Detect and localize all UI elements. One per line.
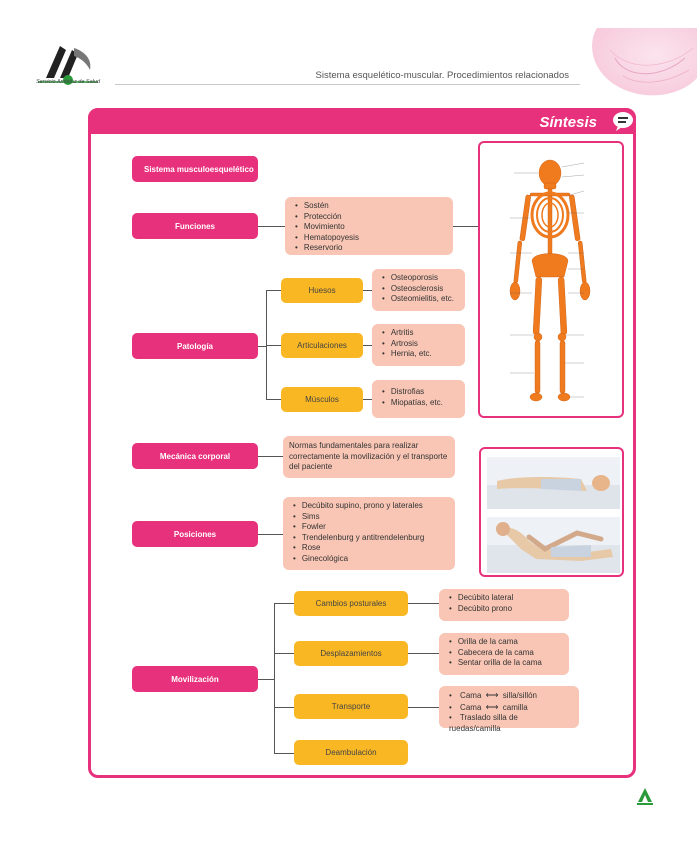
pink-swirl-decoration: [592, 28, 697, 96]
list-item: Artritis: [382, 328, 455, 339]
mecanica-text-box: Normas fundamentales para realizar corre…: [283, 436, 455, 478]
transport-from: Traslado silla de ruedas/camilla: [449, 713, 518, 733]
list-item: Hernia, etc.: [382, 349, 455, 360]
list-item: Protección: [295, 212, 443, 223]
huesos-list-box: Osteoporosis Osteosclerosis Osteomieliti…: [372, 269, 465, 311]
node-huesos: Huesos: [281, 278, 363, 303]
synthesis-header-bar: [88, 108, 636, 134]
header-rule: [115, 84, 580, 85]
list-item: Sostén: [295, 201, 443, 212]
skeleton-figure: [509, 159, 591, 402]
andalucia-logo-icon: [637, 788, 653, 805]
node-funciones: Funciones: [132, 213, 258, 239]
node-deambulacion: Deambulación: [294, 740, 408, 765]
connector: [258, 456, 283, 457]
list-item: Osteomielitis, etc.: [382, 294, 455, 305]
connector: [453, 226, 478, 227]
node-transporte: Transporte: [294, 694, 408, 719]
articulaciones-list-box: Artritis Artrosis Hernia, etc.: [372, 324, 465, 366]
list-item: Cama ⟷ silla/sillón: [449, 690, 569, 702]
connector: [363, 399, 372, 400]
patient-position-photos: [479, 447, 624, 577]
node-patologia: Patología: [132, 333, 258, 359]
node-cambios-posturales: Cambios posturales: [294, 591, 408, 616]
list-item: Ginecológica: [293, 554, 445, 565]
list-item: Traslado silla de ruedas/camilla: [449, 713, 569, 734]
connector: [274, 707, 294, 708]
list-item: Sentar orilla de la cama: [449, 658, 559, 669]
list-item: Orilla de la cama: [449, 637, 559, 648]
node-musculos: Músculos: [281, 387, 363, 412]
connector: [258, 226, 285, 227]
connector: [408, 707, 439, 708]
connector: [274, 603, 275, 753]
connector: [408, 603, 439, 604]
list-item: Reservorio: [295, 243, 443, 254]
node-posiciones: Posiciones: [132, 521, 258, 547]
patient-photos-figure: [487, 457, 620, 573]
node-mecanica: Mecánica corporal: [132, 443, 258, 469]
list-item: Hematopoyesis: [295, 233, 443, 244]
skeleton-illustration: [478, 141, 624, 418]
synthesis-title: Síntesis: [539, 114, 597, 131]
list-item: Movimiento: [295, 222, 443, 233]
cambios-list-box: Decúbito lateral Decúbito prono: [439, 589, 569, 621]
list-item: Fowler: [293, 522, 445, 533]
transporte-list-box: Cama ⟷ silla/sillón Cama ⟷ camilla Trasl…: [439, 686, 579, 733]
posiciones-list-box: Decúbito supino, prono y laterales Sims …: [283, 497, 455, 570]
list-item: Miopatías, etc.: [382, 398, 455, 409]
connector: [363, 345, 372, 346]
connector: [274, 603, 294, 604]
logo-text: Servicio Andaluz de Salud: [36, 79, 101, 85]
transport-to: camilla: [502, 702, 528, 712]
list-item: Decúbito prono: [449, 604, 559, 615]
node-desplazamientos: Desplazamientos: [294, 641, 408, 666]
connector: [266, 399, 281, 400]
connector: [274, 653, 294, 654]
connector: [258, 534, 283, 535]
connector: [258, 679, 274, 680]
page-header-title: Sistema esquelético-muscular. Procedimie…: [315, 70, 569, 81]
desplazamientos-list-box: Orilla de la cama Cabecera de la cama Se…: [439, 633, 569, 675]
double-arrow-icon: ⟷: [485, 690, 499, 700]
list-item: Cabecera de la cama: [449, 648, 559, 659]
node-articulaciones: Articulaciones: [281, 333, 363, 358]
list-item: Osteoporosis: [382, 273, 455, 284]
list-item: Decúbito supino, prono y laterales: [293, 501, 445, 512]
transport-from: Cama: [460, 702, 482, 712]
list-item: Artrosis: [382, 339, 455, 350]
list-item: Trendelenburg y antitrendelenburg: [293, 533, 445, 544]
connector: [274, 753, 294, 754]
list-item: Decúbito lateral: [449, 593, 559, 604]
transport-to: silla/sillón: [502, 691, 537, 700]
list-item: Distrofias: [382, 387, 455, 398]
node-sistema: Sistema musculoesquelético: [132, 156, 258, 182]
connector: [363, 290, 372, 291]
list-item: Rose: [293, 543, 445, 554]
connector: [266, 345, 281, 346]
transport-from: Cama: [460, 691, 482, 700]
double-arrow-icon: ⟷: [485, 701, 499, 712]
node-movilizacion: Movilización: [132, 666, 258, 692]
speech-bubble-icon: [613, 112, 633, 131]
connector: [258, 346, 266, 347]
connector: [266, 290, 281, 291]
funciones-list-box: Sostén Protección Movimiento Hematopoyes…: [285, 197, 453, 255]
list-item: Osteosclerosis: [382, 284, 455, 295]
musculos-list-box: Distrofias Miopatías, etc.: [372, 380, 465, 418]
connector: [408, 653, 439, 654]
list-item: Sims: [293, 512, 445, 523]
list-item: Cama ⟷ camilla: [449, 702, 569, 714]
sas-logo-icon: [38, 46, 98, 85]
